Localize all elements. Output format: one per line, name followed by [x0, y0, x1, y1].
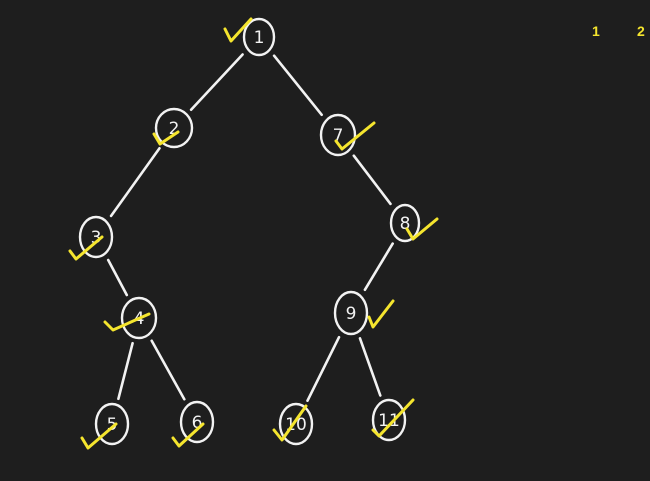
check-mark-icon: [80, 422, 118, 450]
tree-node-5: 5: [94, 402, 130, 446]
check-mark-icon: [223, 17, 253, 43]
check-mark-icon: [68, 235, 104, 261]
check-marks: [68, 17, 439, 450]
corner-label-1: 1: [592, 23, 600, 39]
node-circle: [120, 296, 158, 340]
tree-node-3: 3: [78, 215, 114, 259]
node-label: 2: [169, 119, 180, 139]
edge-n3-n4: [106, 258, 129, 297]
check-mark-icon: [367, 299, 395, 329]
tree-node-9: 9: [333, 290, 369, 336]
check-mark-icon: [405, 217, 439, 241]
check-mark-icon: [371, 398, 415, 438]
node-label: 6: [192, 413, 203, 433]
node-label: 7: [333, 126, 344, 146]
node-circle: [319, 113, 357, 157]
edge-n1-n2: [189, 53, 244, 111]
edge-n9-n11: [358, 337, 382, 397]
edge-n9-n10: [306, 335, 341, 403]
node-circle: [389, 203, 421, 243]
node-circle: [242, 17, 276, 57]
tree-node-1: 1: [242, 17, 276, 57]
edge-n4-n6: [150, 339, 186, 401]
edge-n7-n8: [352, 154, 392, 206]
node-circle: [78, 215, 114, 259]
check-mark-icon: [103, 312, 151, 332]
tree-node-11: 11: [371, 398, 407, 442]
check-mark-icon: [334, 121, 376, 151]
tree-node-2: 2: [154, 107, 194, 149]
node-label: 5: [107, 415, 118, 435]
edge-n1-n7: [272, 54, 324, 117]
node-label: 3: [91, 228, 102, 248]
node-label: 9: [346, 304, 357, 324]
edge-n8-n9: [363, 242, 395, 292]
node-circle: [154, 107, 194, 149]
node-circle: [278, 402, 314, 446]
edge-n2-n3: [109, 147, 161, 218]
node-circle: [94, 402, 130, 446]
node-label: 11: [378, 411, 400, 431]
tree-node-8: 8: [389, 203, 421, 243]
check-mark-icon: [152, 130, 180, 146]
node-circle: [371, 398, 407, 442]
tree-node-6: 6: [179, 400, 215, 444]
node-circle: [333, 290, 369, 336]
tree-edges: [106, 53, 395, 403]
check-mark-icon: [171, 422, 205, 448]
node-label: 1: [254, 28, 265, 48]
edge-n4-n5: [117, 341, 134, 401]
corner-label-2: 2: [637, 23, 645, 39]
check-mark-icon: [272, 404, 308, 442]
node-label: 8: [400, 214, 411, 234]
tree-node-7: 7: [319, 113, 357, 157]
node-circle: [179, 400, 215, 444]
